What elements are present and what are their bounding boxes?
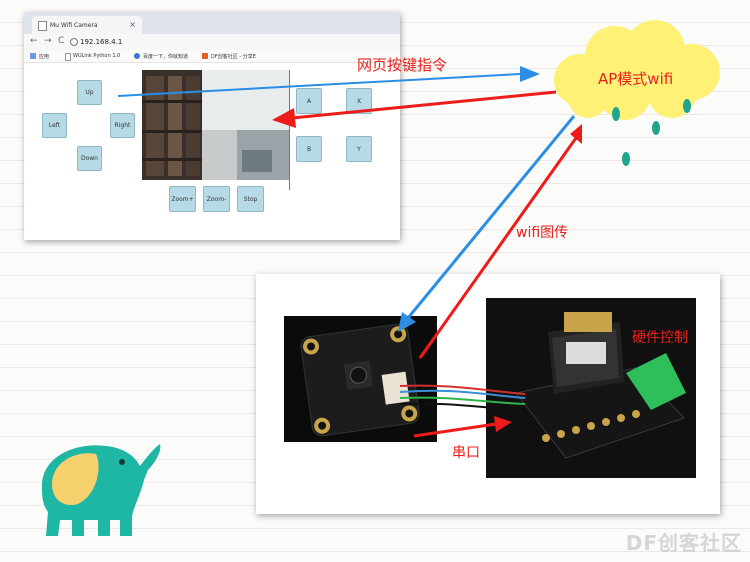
browser-tab[interactable]: Mu Wifi Camera × bbox=[32, 16, 142, 34]
up-button[interactable]: Up bbox=[77, 80, 102, 105]
elephant-icon bbox=[42, 444, 161, 536]
serial-arrow-head bbox=[494, 416, 512, 432]
microbit-board-photo bbox=[486, 298, 696, 478]
blue-arrow-shaft bbox=[117, 73, 521, 97]
hardware-control-label: 硬件控制 bbox=[632, 330, 688, 346]
down-button[interactable]: Down bbox=[77, 146, 102, 171]
y-button[interactable]: Y bbox=[346, 136, 372, 162]
wifi-image-label: wifi图传 bbox=[516, 225, 569, 241]
wire-red bbox=[399, 384, 526, 395]
info-icon bbox=[70, 38, 78, 46]
watermark: DF创客社区 bbox=[625, 531, 742, 555]
red-arrow-shaft-2 bbox=[418, 137, 578, 359]
web-command-label: 网页按键指令 bbox=[357, 56, 448, 74]
microbit-board-image bbox=[486, 298, 696, 478]
divider bbox=[289, 70, 290, 190]
reload-icon[interactable]: C bbox=[58, 36, 65, 46]
blue-arrow-shaft-2 bbox=[406, 115, 576, 319]
zoom-in-button[interactable]: Zoom+ bbox=[169, 186, 196, 212]
serial-label: 串口 bbox=[452, 445, 480, 461]
bookmark-baidu[interactable]: 百度一下，你就知道 bbox=[143, 54, 189, 60]
b-button[interactable]: B bbox=[296, 136, 322, 162]
bookmark-wulink[interactable]: WULink Python 1.0 bbox=[73, 53, 121, 59]
bookmarks-bar: 应用 WULink Python 1.0 百度一下，你就知道 DF创客社区 - … bbox=[24, 50, 400, 63]
a-button[interactable]: A bbox=[296, 88, 322, 114]
page-icon bbox=[38, 21, 47, 31]
browser-screenshot: Mu Wifi Camera × ← → C 192.168.4.1 应用 WU… bbox=[24, 12, 400, 240]
raindrop-icons bbox=[612, 99, 691, 166]
red-arrow-shaft bbox=[291, 90, 557, 120]
blue-arrow-head-2 bbox=[398, 312, 416, 332]
camera-module-image bbox=[284, 316, 437, 442]
red-arrow-head bbox=[272, 108, 296, 128]
close-icon[interactable]: × bbox=[129, 20, 136, 29]
file-icon bbox=[65, 53, 71, 61]
wire-blue bbox=[399, 389, 526, 399]
df-icon bbox=[202, 53, 208, 59]
wire-green bbox=[399, 396, 526, 405]
bookmark-df[interactable]: DF创客社区 - 分享E bbox=[211, 54, 256, 60]
right-button[interactable]: Right bbox=[110, 113, 135, 138]
bookmark-apps[interactable]: 应用 bbox=[39, 54, 50, 60]
blue-arrow-head bbox=[520, 66, 540, 82]
apps-icon bbox=[30, 53, 36, 59]
serial-arrow-shaft bbox=[413, 422, 497, 438]
cloud-graphic bbox=[554, 20, 720, 166]
ap-wifi-label: AP模式wifi bbox=[598, 70, 674, 88]
url-field[interactable]: 192.168.4.1 bbox=[80, 38, 123, 46]
zoom-out-button[interactable]: Zoom- bbox=[203, 186, 230, 212]
wire-black bbox=[399, 402, 526, 411]
left-button[interactable]: Left bbox=[42, 113, 67, 138]
forward-icon[interactable]: → bbox=[44, 36, 52, 46]
camera-module-photo bbox=[284, 316, 437, 442]
stop-button[interactable]: Stop bbox=[237, 186, 264, 212]
tab-strip: Mu Wifi Camera × bbox=[24, 12, 400, 34]
camera-feed bbox=[142, 70, 290, 180]
baidu-icon bbox=[134, 53, 140, 59]
back-icon[interactable]: ← bbox=[30, 36, 38, 46]
tab-title: Mu Wifi Camera bbox=[50, 22, 98, 29]
red-arrow-head-2 bbox=[570, 124, 582, 144]
